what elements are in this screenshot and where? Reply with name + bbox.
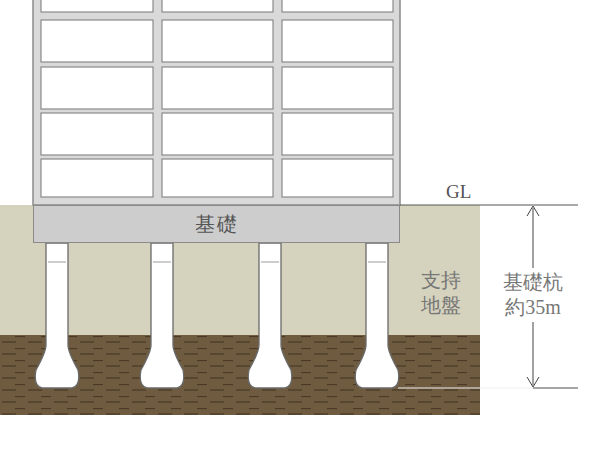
window-panel bbox=[162, 159, 273, 197]
window-panel bbox=[41, 20, 153, 62]
window-panel bbox=[282, 0, 393, 12]
pile-tip-line bbox=[398, 388, 578, 389]
pile bbox=[248, 243, 292, 388]
ground-soil bbox=[0, 205, 480, 335]
foundation-band: 基礎 bbox=[33, 205, 400, 243]
window-panel bbox=[282, 113, 393, 155]
dimension-arrow-bottom bbox=[527, 377, 539, 387]
dimension-arrow-top bbox=[527, 206, 539, 216]
ground-level-label: GL bbox=[446, 180, 471, 204]
pile-length-dimension: 基礎杭 約35m bbox=[499, 268, 567, 322]
pile bbox=[35, 243, 79, 388]
window-panel bbox=[162, 0, 273, 12]
pile bbox=[355, 243, 399, 388]
window-panel bbox=[282, 159, 393, 197]
building-windows bbox=[41, 0, 393, 197]
window-panel bbox=[41, 67, 153, 109]
pile-tip-line-outside bbox=[533, 388, 578, 389]
window-panel bbox=[282, 67, 393, 109]
pile bbox=[140, 243, 184, 388]
pile-joint bbox=[261, 262, 279, 263]
window-panel bbox=[41, 0, 153, 12]
window-panel bbox=[162, 20, 273, 62]
foundation-piles bbox=[35, 243, 399, 388]
pile-joint bbox=[48, 262, 66, 263]
foundation-label: 基礎 bbox=[195, 211, 239, 238]
bearing-stratum-label: 支持 地盤 bbox=[421, 268, 465, 318]
pile-joint bbox=[153, 262, 171, 263]
building bbox=[33, 0, 400, 205]
window-panel bbox=[41, 159, 153, 197]
pile-joint bbox=[368, 262, 386, 263]
window-panel bbox=[162, 67, 273, 109]
gl-line bbox=[400, 205, 578, 206]
window-panel bbox=[282, 20, 393, 62]
window-panel bbox=[162, 113, 273, 155]
window-panel bbox=[41, 113, 153, 155]
